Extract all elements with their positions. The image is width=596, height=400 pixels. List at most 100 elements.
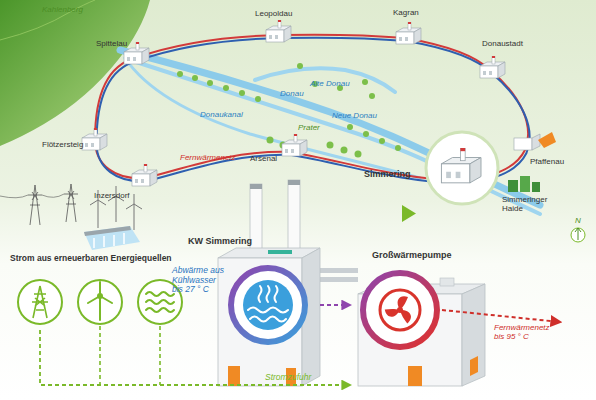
park-name: Prater <box>298 124 338 133</box>
hill-name: Kahlenberg <box>42 6 112 15</box>
trees-part <box>369 93 375 99</box>
plant-inzersdorf <box>132 164 157 186</box>
power-pylons-part <box>0 194 64 198</box>
plant-arsenal <box>282 134 307 156</box>
pylon-icon <box>32 286 48 318</box>
trees-part <box>363 131 369 137</box>
river-donaukanal <box>125 58 420 178</box>
heat-pump-building-part <box>408 366 422 386</box>
power-pylons-part <box>64 184 78 222</box>
trees-part <box>395 145 401 151</box>
heat-pump-building-part <box>363 273 437 347</box>
return-pipe <box>97 38 530 183</box>
wind-icon <box>88 282 112 320</box>
trees-part <box>267 137 274 144</box>
water-icon-part <box>146 300 174 304</box>
trees-part <box>192 75 198 81</box>
plant-donaustadt <box>480 56 505 78</box>
flow-note: Abwärme aus Kühlwasser bis 27 ° C <box>172 266 226 295</box>
edge-label: Stromzufuhr <box>265 372 311 382</box>
power-plant-building-part-part <box>267 286 270 302</box>
compass-part <box>571 228 585 242</box>
trees-part <box>327 142 334 149</box>
power-plant-building-part <box>288 180 300 185</box>
plant-name: Simmeringer Haide <box>502 196 554 214</box>
hill-kahlenberg <box>0 0 150 146</box>
hydro-dam-part <box>84 226 140 250</box>
heat-pump-building-part <box>440 278 454 286</box>
plant-spittelau <box>124 42 149 64</box>
wind-icon-part <box>88 282 112 320</box>
plant-kagran <box>396 22 421 44</box>
power-plant-building-part-part <box>259 286 262 302</box>
plant-name: Pfaffenau <box>530 158 580 167</box>
trees-part <box>177 71 183 77</box>
connecting-pipes <box>318 268 358 282</box>
water-icon <box>146 292 174 312</box>
heat-pump-building-part <box>384 296 413 324</box>
river-neue-donau <box>130 60 540 214</box>
simmering-highlight-part <box>402 205 416 222</box>
hydro-dam <box>84 226 140 250</box>
compass <box>571 228 585 242</box>
plant-name: Flötzersteig <box>42 141 94 150</box>
node-heading: KW Simmering <box>188 236 268 246</box>
power-pylons-part <box>28 185 42 225</box>
plant-name: Kagran <box>393 9 433 18</box>
power-plant-building-part <box>231 268 305 342</box>
rivers <box>120 50 540 214</box>
heat-output-arrow <box>442 310 560 322</box>
simmering-highlight <box>402 132 498 222</box>
heat-pump-building <box>350 248 500 390</box>
hydro-dam-part <box>94 233 124 248</box>
river-name: Donau <box>280 90 320 99</box>
energy-source-group: Strom aus erneuerbaren Energiequellen <box>5 252 195 330</box>
plant-name: Leopoldau <box>255 10 305 19</box>
trees-part <box>379 138 385 144</box>
heat-pump-building-part <box>380 290 420 330</box>
trees <box>177 63 401 158</box>
trees-part <box>347 124 353 130</box>
power-drop-lines <box>100 326 160 385</box>
plant-pfaffenau-part <box>514 138 532 150</box>
plant-name: Inzersdorf <box>94 192 144 201</box>
heat-pump-building-part <box>470 356 478 376</box>
power-plant-building-part-part <box>275 286 278 302</box>
district-name: Simmering <box>364 169 424 179</box>
power-plant-building-part <box>228 366 240 386</box>
plant-name: Donaustadt <box>482 40 542 49</box>
river-alte-donau <box>255 68 395 92</box>
icon-ring <box>18 280 62 324</box>
renewable-icons <box>5 252 195 330</box>
simmering-highlight-part <box>426 132 498 204</box>
plant-name: Arsenal <box>250 155 290 164</box>
plant-pfaffenau <box>514 132 556 150</box>
power-plant-building-part <box>268 250 292 254</box>
water-icon-part <box>146 292 174 296</box>
power-plant-building-part <box>243 280 293 330</box>
heat-pump: Großwärmepumpe <box>350 248 500 390</box>
renewable-icons-part <box>18 280 182 324</box>
icon-ring <box>78 280 122 324</box>
compass-part <box>575 228 581 240</box>
trees-part <box>255 96 261 102</box>
power-supply-arrow <box>40 330 350 385</box>
flow-note: Fernwärmenetz bis 95 ° C <box>494 324 560 342</box>
plant-floetzersteig <box>82 128 107 150</box>
trees-part <box>297 63 303 69</box>
power-plant-building-part <box>288 180 300 252</box>
power-plant-building-part <box>248 286 288 322</box>
trees-part <box>355 151 362 158</box>
power-plant-building-part-part <box>248 308 288 313</box>
trees-part <box>341 147 348 154</box>
district-heating-ring <box>95 35 530 183</box>
compass-letter: N <box>575 217 585 226</box>
node-heading: Strom aus erneuerbaren Energiequellen <box>10 254 195 264</box>
power-plant-building-part-part <box>250 317 286 322</box>
river-name: Neue Donau <box>332 112 392 121</box>
plant-simmeringer-haide-part <box>532 182 540 192</box>
plant-leopoldau <box>266 20 291 42</box>
